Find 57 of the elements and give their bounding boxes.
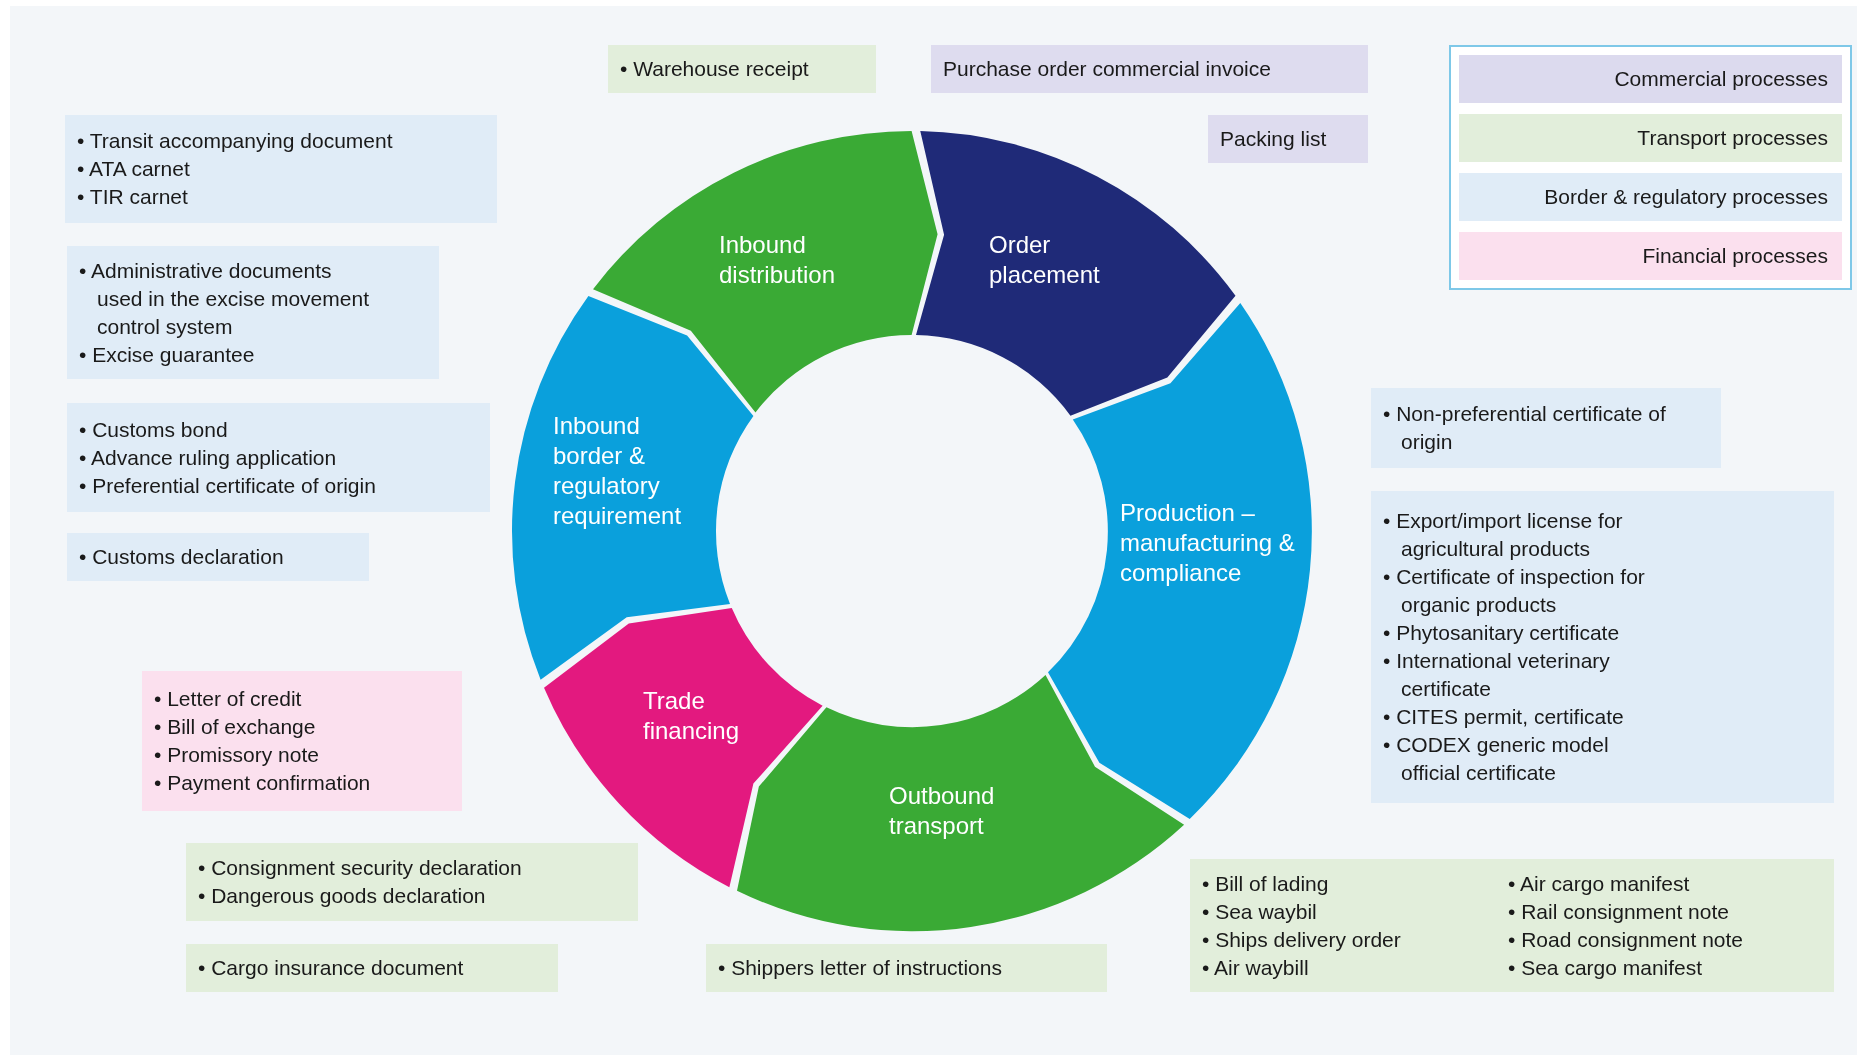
document-name: • Air cargo manifest [1508,870,1691,897]
document-name: • TIR carnet [77,184,189,210]
document-name: • Letter of credit [154,686,303,712]
ring-segment [512,295,754,680]
ring-segment [593,131,938,413]
document-name: • Shippers letter of instructions [718,955,1002,981]
document-name: • Rail consignment note [1508,898,1730,925]
document-box [608,45,876,93]
segment-label: Inbound distribution [719,230,837,290]
document-name: • Bill of lading [1202,870,1330,897]
legend-label: Commercial processes [1614,67,1828,91]
document-box [931,45,1368,93]
document-name: Packing list [1220,126,1327,152]
legend-label: Financial processes [1642,244,1828,268]
document-name: • International veterinary certificate [1383,648,1611,702]
document-name: • Administrative documents used in the excise movement control system [79,257,369,340]
document-name: • Warehouse receipt [620,56,809,82]
document-box [1208,115,1368,163]
document-name: • Customs bond [79,416,229,443]
document-name: • Transit accompanying document [77,128,393,154]
document-name: • Preferential certificate of origin [79,472,376,499]
segment-label: Inbound border & regulatory requirement [553,411,683,531]
ring-segment [736,674,1184,931]
document-name: • Ships delivery order [1202,926,1402,953]
document-box [706,944,1107,992]
legend-label: Transport processes [1637,126,1828,150]
document-name: • Dangerous goods declaration [198,883,487,909]
document-name: • Payment confirmation [154,770,371,796]
segment-label: Production – manufacturing & compliance [1120,498,1296,588]
document-box [1190,859,1834,992]
document-name: • CODEX generic model official certificate [1383,732,1610,786]
legend-label: Border & regulatory processes [1544,185,1828,209]
document-name: • Sea cargo manifest [1508,954,1704,981]
document-name: Purchase order commercial invoice [943,56,1271,82]
document-name: • ATA carnet [77,156,191,182]
document-name: • Export/import license for agricultural products [1383,508,1624,562]
ring-segment [1048,302,1312,819]
document-name: • Phytosanitary certificate [1383,620,1621,646]
segment-label: Trade financing [643,686,741,746]
segment-label: Order placement [989,230,1101,290]
document-name: • Air waybill [1202,954,1310,981]
document-name: • Road consignment note [1508,926,1744,953]
document-name: • CITES permit, certificate [1383,704,1625,730]
document-name: • Advance ruling application [79,444,338,471]
ring-segment [543,607,823,887]
document-name: • Promissory note [154,742,320,768]
document-name: • Customs declaration [79,544,284,570]
document-name: • Consignment security declaration [198,855,522,881]
segment-label: Outbound transport [889,781,996,841]
document-name: • Excise guarantee [79,341,256,368]
document-name: • Cargo insurance document [198,955,464,981]
document-name: • Non-preferential certificate of origin [1383,401,1667,455]
document-box [186,843,638,921]
document-box [186,944,558,992]
document-name: • Sea waybil [1202,898,1318,925]
document-name: • Certificate of inspection for organic products [1383,564,1646,618]
document-name: • Bill of exchange [154,714,317,740]
